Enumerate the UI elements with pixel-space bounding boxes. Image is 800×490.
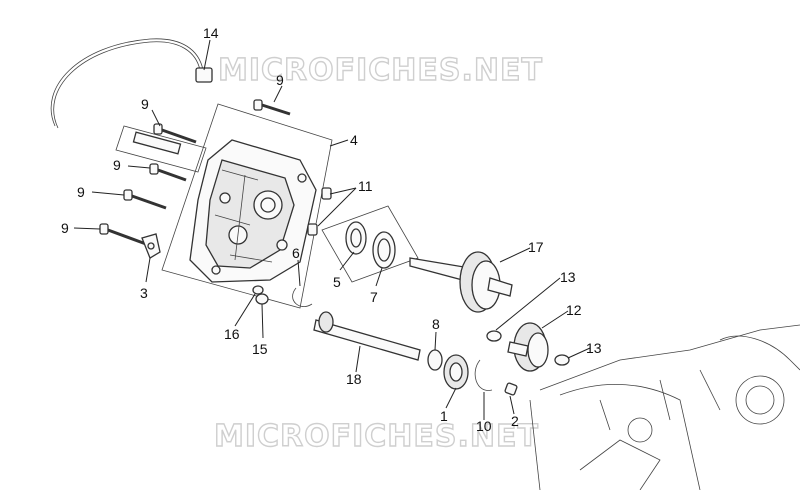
part-2-pin [504, 382, 518, 396]
callout-18: 18 [346, 371, 362, 387]
part-15-washer [255, 293, 269, 305]
callout-11: 11 [358, 178, 373, 194]
part-3-bracket [141, 233, 161, 259]
callout-9-2: 9 [113, 157, 121, 173]
crankcase-housing [529, 324, 800, 490]
callout-17: 17 [528, 239, 544, 255]
callout-2: 2 [511, 413, 519, 429]
part-12-gear [507, 322, 549, 372]
callout-16: 16 [224, 326, 240, 342]
part-1-bearing [443, 354, 469, 390]
callout-9-top: 9 [276, 72, 284, 88]
part-7-seal [372, 231, 396, 269]
callout-8: 8 [432, 316, 440, 332]
part-10-circlip [474, 359, 493, 391]
part-8-washer [427, 349, 443, 371]
part-13-shim-b [554, 354, 570, 366]
watermark-top: MICROFICHES.NET [218, 53, 543, 88]
callout-12: 12 [566, 302, 582, 318]
part-4-transmission-cover [189, 139, 317, 283]
part-14-hose [50, 38, 213, 129]
part-9-bolt-1 [153, 123, 197, 144]
part-9-bolt-2 [149, 163, 187, 182]
callout-9-1: 9 [141, 96, 149, 112]
part-6-circlip [292, 287, 313, 307]
part-9-bolt-3 [123, 189, 167, 210]
callout-1: 1 [440, 408, 448, 424]
watermark-bottom: MICROFICHES.NET [214, 419, 539, 454]
callout-13-lower: 13 [586, 340, 602, 356]
callout-7: 7 [370, 289, 378, 305]
callout-14: 14 [203, 25, 219, 41]
part-18-shaft [313, 311, 421, 361]
callout-5: 5 [333, 274, 341, 290]
callout-9-4: 9 [61, 220, 69, 236]
callout-15: 15 [252, 341, 268, 357]
callout-6: 6 [292, 245, 300, 261]
leader-lines [73, 39, 591, 420]
callout-10: 10 [476, 418, 492, 434]
dowel-frame [115, 125, 207, 173]
callout-4: 4 [350, 132, 358, 148]
cover-group-frame [161, 103, 333, 309]
dowel-pin [132, 131, 182, 155]
callout-labels: 14 9 9 9 9 9 3 4 11 5 7 6 16 15 17 13 12… [61, 25, 602, 434]
part-13-shim-a [486, 330, 502, 342]
seal-group-frame [321, 205, 419, 283]
part-5-bearing [345, 221, 367, 255]
callout-3: 3 [140, 285, 148, 301]
part-9-bolt-4 [99, 223, 147, 246]
callout-9-3: 9 [77, 184, 85, 200]
callout-13-upper: 13 [560, 269, 576, 285]
part-17-gear-shaft [409, 251, 513, 313]
part-9-bolt-top [253, 99, 291, 116]
part-16-plug [252, 285, 264, 295]
